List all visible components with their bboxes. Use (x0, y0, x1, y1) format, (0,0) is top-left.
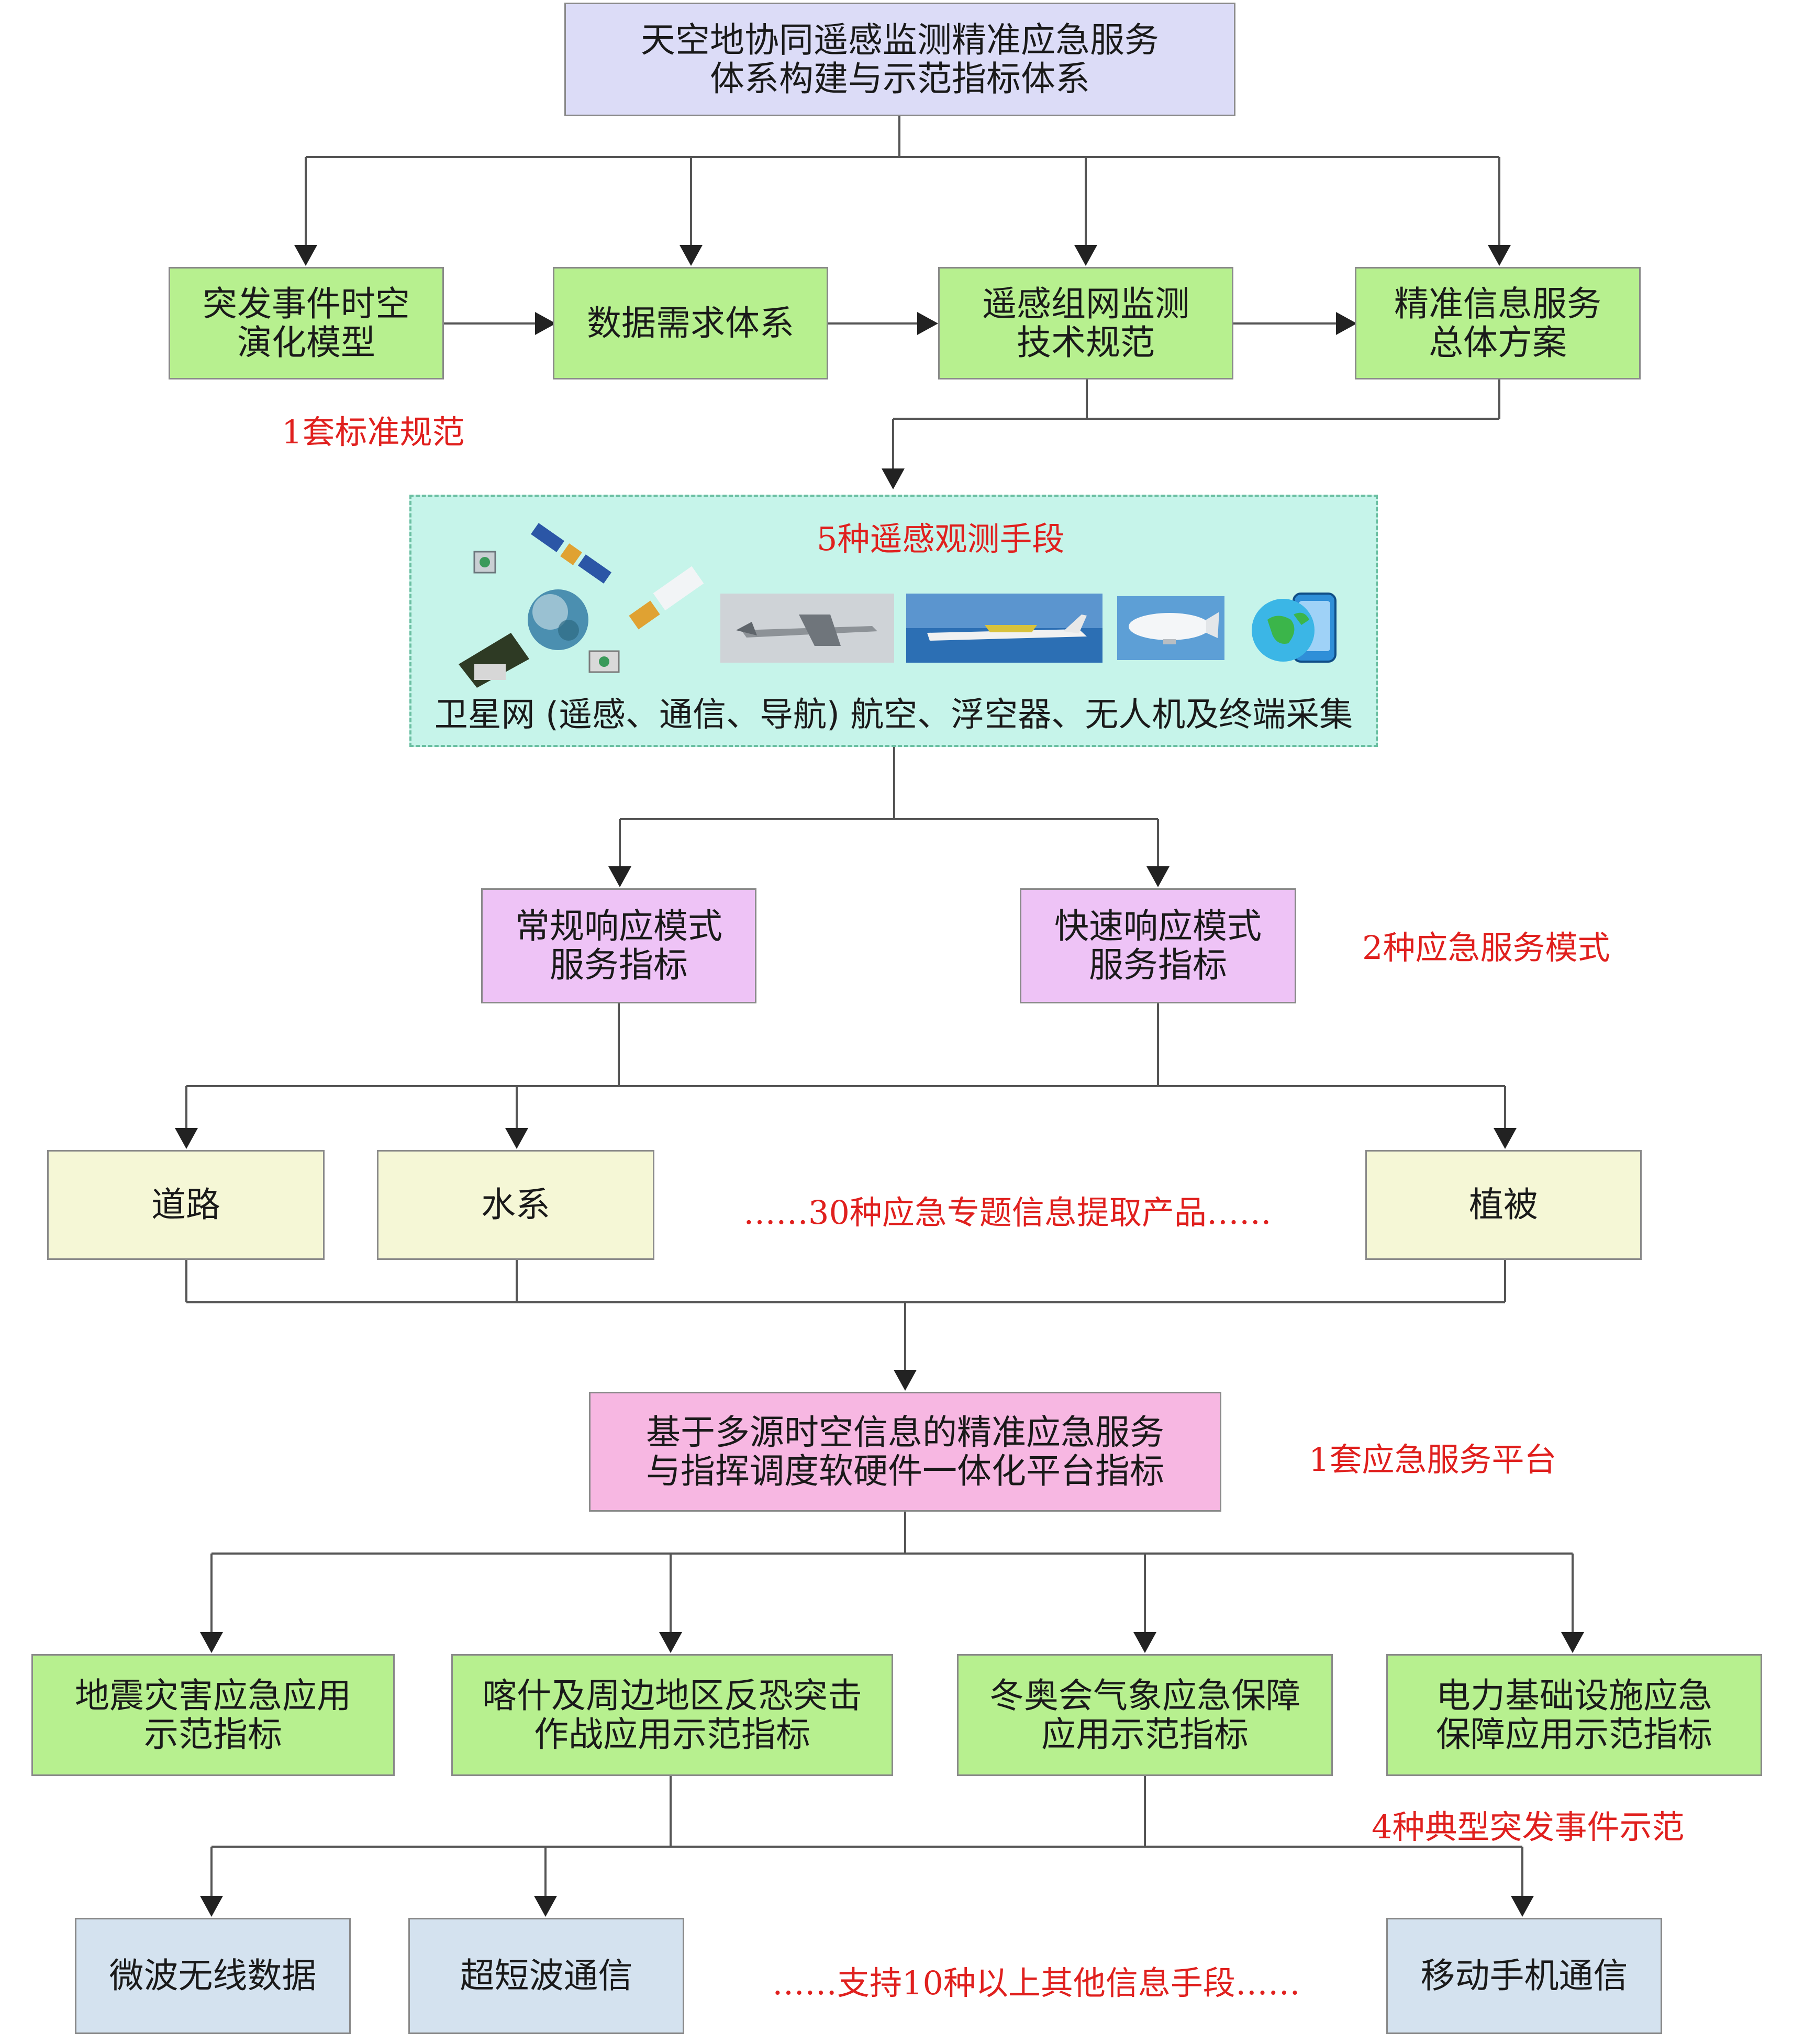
observation-caption: 卫星网 (遥感、通信、导航) 航空、浮空器、无人机及终端采集 (434, 696, 1353, 734)
top-title-line2: 体系构建与示范指标体系 (710, 58, 1090, 99)
event-kashgar-line1: 喀什及周边地区反恐突击 (482, 1675, 862, 1716)
events-annotation: 4种典型突发事件示范 (1372, 1808, 1685, 1846)
product-vegetation-box: 植被 (1365, 1150, 1642, 1260)
regular-mode-box: 常规响应模式 服务指标 (481, 888, 756, 1003)
fast-mode-box: 快速响应模式 服务指标 (1020, 888, 1296, 1003)
modes-annotation: 2种应急服务模式 (1362, 929, 1610, 967)
fast-mode-line2: 服务指标 (1089, 945, 1227, 985)
product-road-label: 道路 (151, 1185, 220, 1225)
networking-spec-line2: 技术规范 (1017, 322, 1155, 363)
observation-panel: 5种遥感观测手段 (409, 495, 1378, 747)
platform-annotation: 1套应急服务平台 (1309, 1440, 1557, 1479)
comm-microwave-label: 微波无线数据 (109, 1956, 317, 1996)
data-demand-box: 数据需求体系 (553, 267, 828, 379)
service-plan-line2: 总体方案 (1429, 322, 1567, 363)
event-olympics-box: 冬奥会气象应急保障 应用示范指标 (957, 1654, 1333, 1776)
event-earthquake-line2: 示范指标 (144, 1714, 282, 1755)
event-model-box: 突发事件时空 演化模型 (169, 267, 444, 379)
airship-icon (1117, 596, 1224, 660)
networking-spec-box: 遥感组网监测 技术规范 (938, 267, 1233, 379)
product-road-box: 道路 (47, 1150, 325, 1260)
networking-spec-line1: 遥感组网监测 (982, 283, 1189, 324)
service-plan-line1: 精准信息服务 (1394, 283, 1601, 324)
standard-annotation: 1套标准规范 (282, 413, 465, 451)
platform-line1: 基于多源时空信息的精准应急服务 (646, 1412, 1164, 1453)
event-power-line1: 电力基础设施应急 (1436, 1675, 1712, 1716)
event-kashgar-line2: 作战应用示范指标 (534, 1714, 810, 1755)
event-olympics-line1: 冬奥会气象应急保障 (989, 1675, 1300, 1716)
product-water-box: 水系 (377, 1150, 654, 1260)
satellite-cluster-icon (459, 523, 704, 688)
fast-mode-line1: 快速响应模式 (1054, 906, 1262, 947)
regular-mode-line1: 常规响应模式 (515, 906, 722, 947)
event-power-line2: 保障应用示范指标 (1436, 1714, 1712, 1755)
event-power-box: 电力基础设施应急 保障应用示范指标 (1386, 1654, 1762, 1776)
platform-box: 基于多源时空信息的精准应急服务 与指挥调度软硬件一体化平台指标 (589, 1392, 1221, 1512)
products-annotation: ……30种应急专题信息提取产品…… (743, 1193, 1272, 1232)
event-model-line2: 演化模型 (237, 322, 375, 363)
product-vegetation-label: 植被 (1469, 1185, 1538, 1225)
comms-annotation: ……支持10种以上其他信息手段…… (772, 1964, 1300, 2002)
comm-mobile-box: 移动手机通信 (1386, 1918, 1662, 2034)
service-plan-box: 精准信息服务 总体方案 (1355, 267, 1641, 379)
comm-ultrashort-box: 超短波通信 (408, 1918, 684, 2034)
comm-ultrashort-label: 超短波通信 (460, 1956, 633, 1996)
product-water-label: 水系 (481, 1185, 550, 1225)
event-kashgar-box: 喀什及周边地区反恐突击 作战应用示范指标 (451, 1654, 893, 1776)
observation-title: 5种遥感观测手段 (817, 520, 1065, 558)
event-earthquake-line1: 地震灾害应急应用 (75, 1675, 351, 1716)
comm-microwave-box: 微波无线数据 (75, 1918, 351, 2034)
event-earthquake-box: 地震灾害应急应用 示范指标 (31, 1654, 395, 1776)
event-model-line1: 突发事件时空 (203, 283, 410, 324)
event-olympics-line2: 应用示范指标 (1041, 1714, 1249, 1755)
regular-mode-line2: 服务指标 (550, 945, 688, 985)
top-title-box: 天空地协同遥感监测精准应急服务 体系构建与示范指标体系 (564, 3, 1235, 116)
drone-icon (720, 594, 894, 663)
data-demand-label: 数据需求体系 (587, 303, 794, 343)
aircraft-icon (906, 594, 1102, 663)
platform-line2: 与指挥调度软硬件一体化平台指标 (646, 1450, 1164, 1491)
mobile-terminal-icon (1252, 593, 1337, 663)
comm-mobile-label: 移动手机通信 (1420, 1956, 1628, 1996)
top-title-line1: 天空地协同遥感监测精准应急服务 (641, 19, 1159, 60)
